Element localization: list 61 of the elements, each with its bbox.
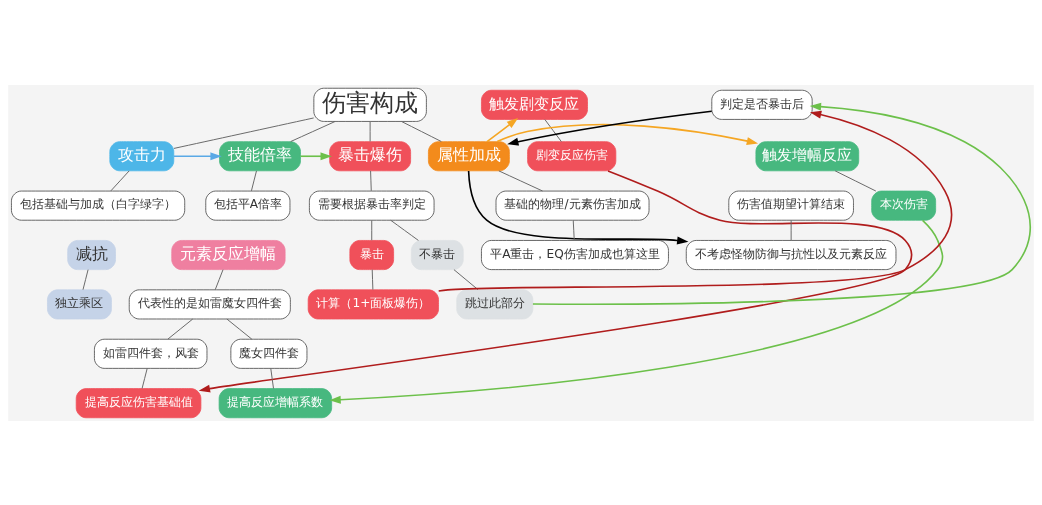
node-box: 本次伤害	[871, 190, 937, 221]
node-box: 计算（1+面板爆伤）	[307, 288, 439, 319]
arrow	[532, 102, 1031, 305]
arrow	[329, 219, 944, 404]
connector	[369, 120, 371, 142]
connector	[390, 219, 419, 241]
node-box: 代表性的是如雷魔女四件套	[128, 288, 291, 319]
arrow	[486, 117, 519, 142]
node-box: 剧变反应伤害	[527, 140, 617, 171]
node-box: 包括平A倍率	[205, 190, 291, 221]
arrow	[496, 123, 759, 145]
connector	[370, 169, 372, 191]
arrow	[173, 151, 222, 160]
node-box: 伤害构成	[313, 87, 427, 122]
node-box: 暴击爆伤	[329, 140, 411, 171]
connector	[82, 268, 89, 290]
connector	[214, 268, 224, 290]
arrow	[198, 169, 913, 392]
node-box: 魔女四件套	[230, 338, 308, 369]
node-box: 暴击	[349, 239, 394, 270]
node-box: 独立乘区	[47, 288, 112, 319]
connector	[834, 169, 877, 192]
arrow	[437, 110, 953, 292]
node-box: 攻击力	[109, 140, 175, 171]
node-box: 触发剧变反应	[481, 89, 588, 120]
node-box: 元素反应增幅	[171, 239, 286, 270]
node-box: 如雷四件套，风套	[94, 338, 208, 369]
connector	[141, 367, 148, 389]
node-box: 判定是否暴击后	[711, 89, 813, 120]
node-box: 不暴击	[411, 239, 464, 270]
connector	[572, 219, 575, 241]
connector	[167, 318, 194, 340]
node-box: 包括基础与加成（白字绿字）	[11, 190, 186, 221]
node-box: 伤害值期望计算结束	[728, 190, 854, 221]
node-box: 跳过此部分	[456, 288, 534, 319]
node-box: 平A重击，EQ伤害加成也算这里	[481, 239, 669, 270]
connector	[544, 118, 562, 142]
arrow	[299, 151, 332, 160]
connector	[453, 268, 479, 290]
node-box: 技能倍率	[219, 140, 301, 171]
connector	[371, 268, 374, 290]
node-box: 减抗	[67, 239, 116, 270]
connector	[173, 116, 315, 149]
node-box: 提高反应伤害基础值	[75, 387, 202, 418]
connector	[110, 169, 130, 191]
connector	[790, 219, 792, 241]
node-box: 需要根据暴击率判定	[309, 190, 435, 221]
node-box: 提高反应增幅系数	[218, 387, 333, 418]
node-box: 基础的物理/元素伤害加成	[495, 190, 650, 221]
connector	[371, 219, 373, 241]
connector	[250, 169, 257, 191]
arrow	[507, 109, 713, 146]
arrow	[467, 169, 689, 244]
node-box: 属性加成	[428, 140, 510, 171]
node-box: 不考虑怪物防御与抗性以及元素反应	[685, 239, 897, 270]
connector	[498, 169, 544, 192]
connector	[270, 367, 274, 389]
connector	[401, 120, 442, 142]
node-box: 触发增幅反应	[755, 140, 860, 171]
connector	[226, 318, 253, 340]
connector	[290, 120, 336, 142]
